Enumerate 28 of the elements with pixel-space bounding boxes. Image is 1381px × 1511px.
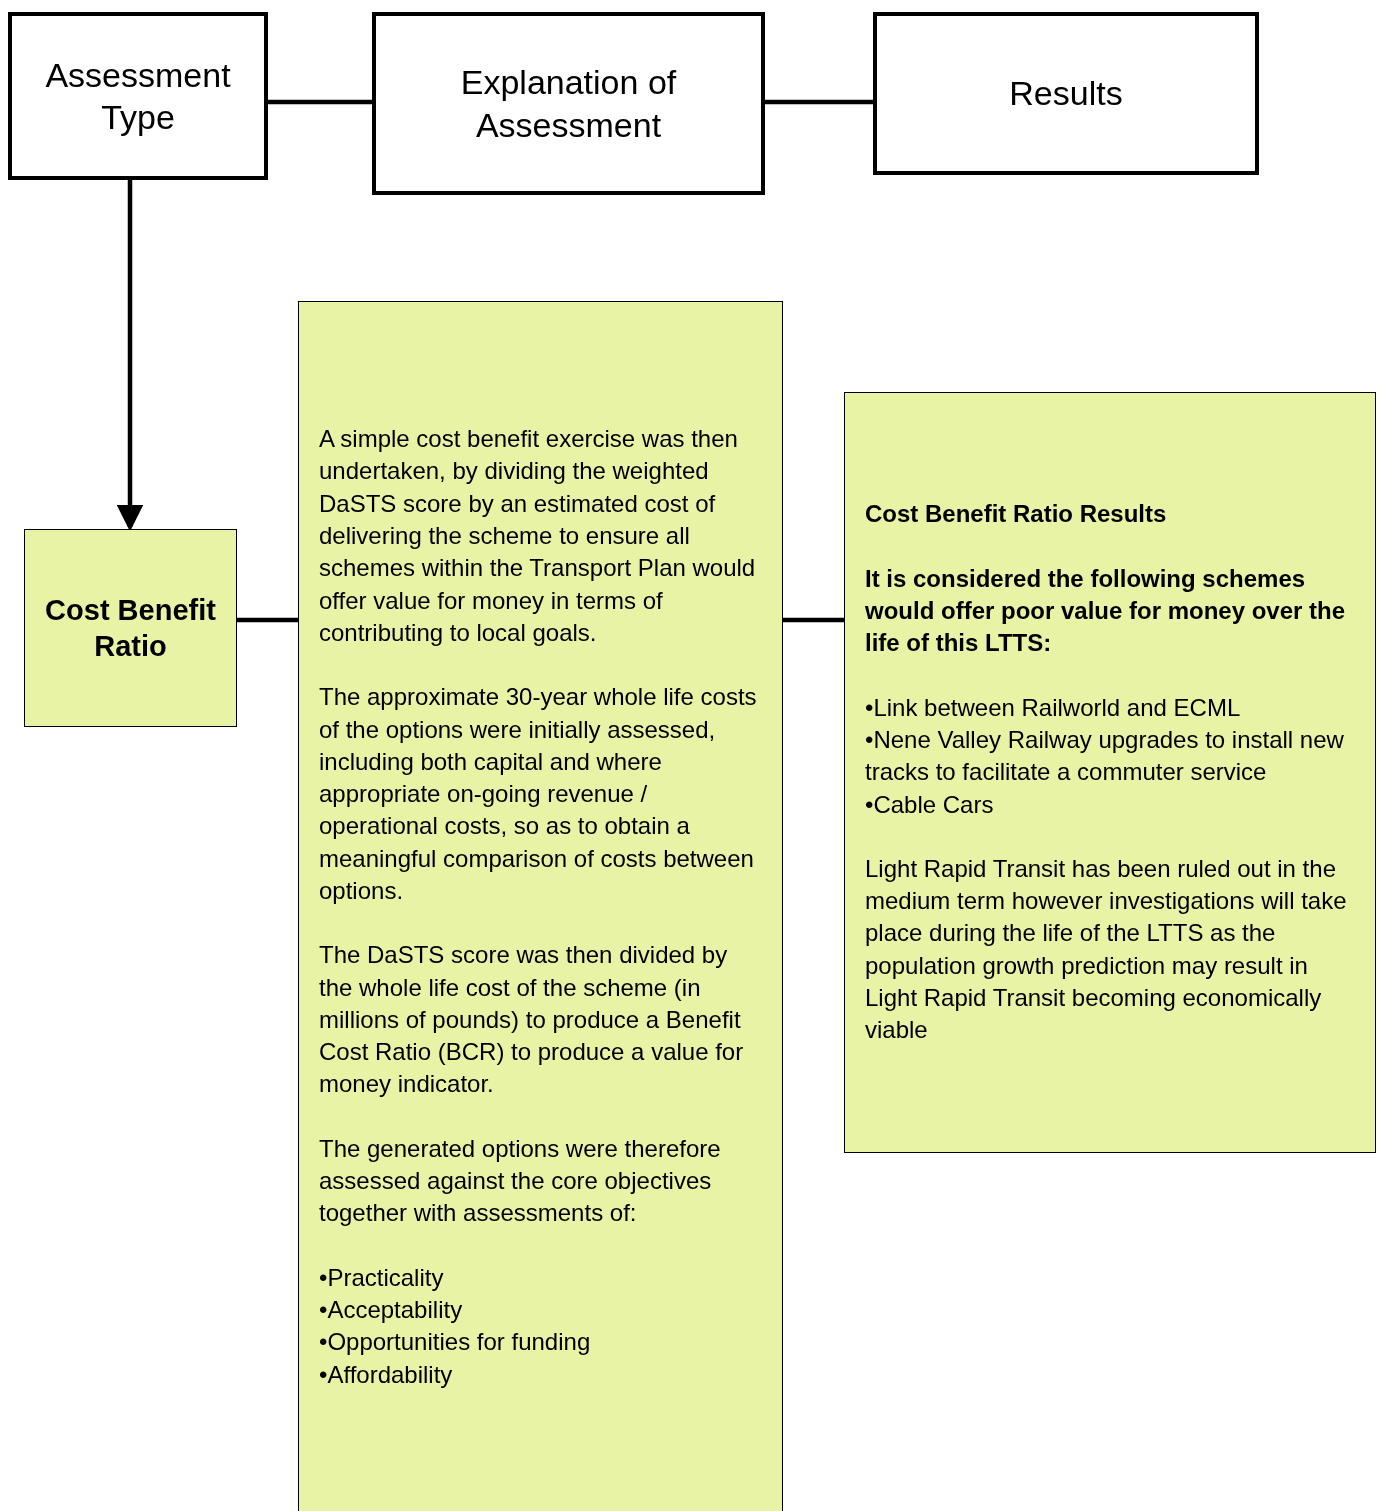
- connector-line: [783, 617, 844, 623]
- connector-line: [765, 99, 873, 105]
- paragraph: A simple cost benefit exercise was then undertaken, by dividing the weighted DaSTS score by an estimated cost of delivering the scheme to ensure all schemes within the Transport Plan would offer value for money in terms of contributing to local goals.: [319, 424, 757, 648]
- header-box: [372, 12, 765, 195]
- panel-heading: Cost Benefit Ratio Results: [865, 499, 1168, 530]
- panel-heading: It is considered the following schemes would offer poor value for money over the life of this LTTS:: [865, 563, 1347, 659]
- bullet-item: •Nene Valley Railway upgrades to install new tracks to facilitate a commuter service: [865, 724, 1345, 788]
- text-panel: [844, 392, 1376, 1153]
- connector-line: [237, 617, 298, 623]
- text-panel: [298, 301, 783, 1511]
- paragraph: Light Rapid Transit has been ruled out in the medium term however investigations will take place during the life of the LTTS as the population growth prediction may result in Light Rapid Transit becoming economically viable: [865, 853, 1348, 1046]
- bullet-item: •Practicality: [319, 1262, 445, 1293]
- paragraph: The generated options were therefore assessed against the core objectives together with assessments of:: [319, 1133, 722, 1229]
- header-box: [873, 12, 1259, 175]
- paragraph: The approximate 30-year whole life costs of the options were initially assessed, including both capital and where appropriate on-going revenue / operational costs, so as to obtain a meaningful comparison of costs between options.: [319, 682, 758, 906]
- category-box: [24, 529, 237, 727]
- bullet-item: •Cable Cars: [865, 789, 995, 820]
- box-label: Explanation of Assessment: [459, 62, 678, 146]
- box-label: Results: [1009, 73, 1123, 115]
- bullet-item: •Opportunities for funding: [319, 1327, 592, 1358]
- paragraph: The DaSTS score was then divided by the whole life cost of the scheme (in millions of pounds) to produce a Benefit Cost Ratio (BCR) to produce a value for money indicator.: [319, 940, 745, 1100]
- connector-line: [268, 99, 372, 105]
- bullet-item: •Affordability: [319, 1359, 454, 1390]
- box-label: Cost Benefit Ratio: [44, 592, 217, 664]
- header-box: [8, 12, 268, 180]
- bullet-item: •Acceptability: [319, 1294, 464, 1325]
- bullet-item: •Link between Railworld and ECML: [865, 692, 1242, 723]
- box-label: Assessment Type: [44, 54, 232, 138]
